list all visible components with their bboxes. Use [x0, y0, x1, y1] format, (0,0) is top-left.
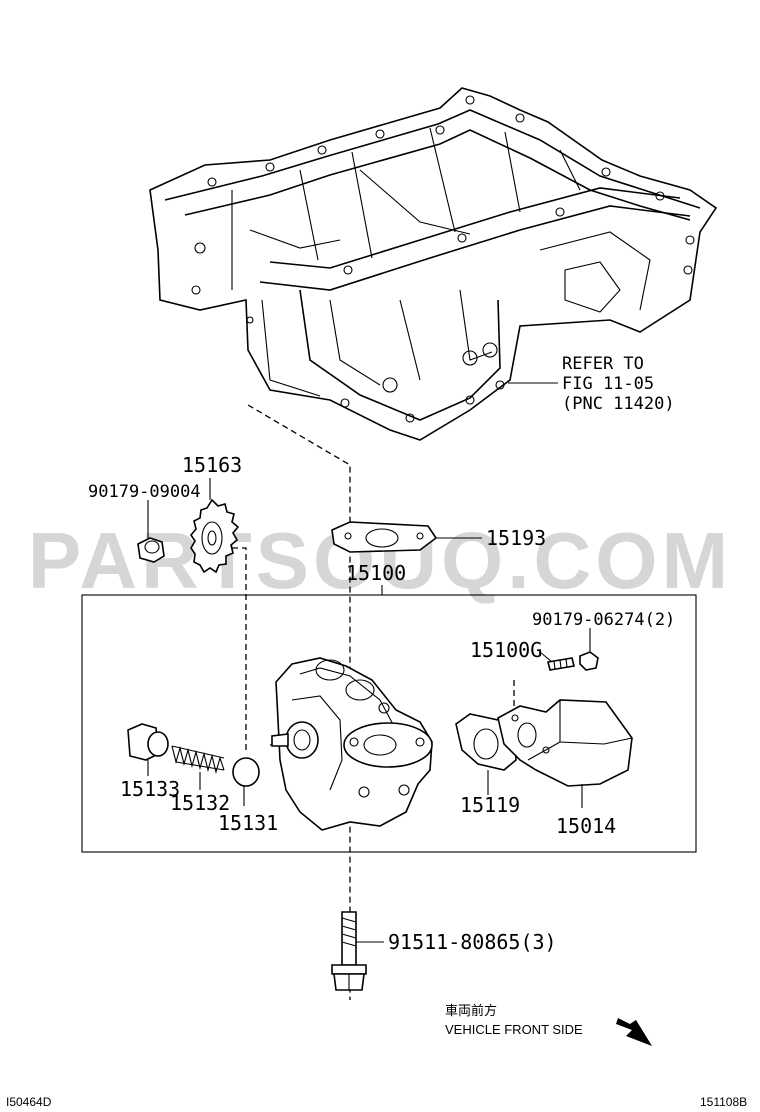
direction-text-english: VEHICLE FRONT SIDE: [445, 1022, 583, 1037]
part-label-15163: 15163: [182, 453, 242, 477]
sprocket-15163: [190, 498, 240, 574]
part-label-91511-80865: 91511-80865(3): [388, 930, 557, 954]
part-label-15100G: 15100G: [470, 638, 542, 662]
nut-90179-09004: [137, 537, 165, 563]
strainer-15014: [497, 699, 633, 787]
part-label-15193: 15193: [486, 526, 546, 550]
relief-piston-15131: [232, 757, 260, 787]
front-direction-arrow-icon: [616, 1018, 652, 1046]
part-label-15100: 15100: [346, 561, 406, 585]
bolt-91511-80865: [331, 911, 367, 991]
part-label-15131: 15131: [218, 811, 278, 835]
reference-text-line1: REFER TO: [562, 354, 644, 374]
part-label-15119: 15119: [460, 793, 520, 817]
reference-text-line2: FIG 11-05: [562, 374, 654, 394]
plug-15133: [127, 723, 169, 761]
gasket-15193: [331, 521, 438, 553]
part-label-15014: 15014: [556, 814, 616, 838]
assembly-box-15100: [81, 594, 697, 853]
part-label-90179-09004: 90179-09004: [88, 482, 201, 502]
nut-90179-06274: [579, 651, 599, 671]
drawing-code-left: I50464D: [6, 1095, 52, 1109]
oil-pump-body: [271, 657, 433, 831]
part-label-15132: 15132: [170, 791, 230, 815]
oil-pan-drawing: [149, 87, 718, 441]
direction-text-japanese: 車両前方: [445, 1003, 497, 1018]
part-label-15133: 15133: [120, 777, 180, 801]
part-label-90179-06274: 90179-06274(2): [532, 610, 675, 630]
stud-15100G: [547, 657, 575, 671]
leader-15100G: [539, 651, 553, 663]
assembly-dashed-line-sprocket: [222, 547, 247, 752]
drawing-code-right: 151108B: [700, 1095, 747, 1109]
relief-spring-15132: [171, 745, 225, 775]
reference-text-line3: (PNC 11420): [562, 394, 675, 414]
